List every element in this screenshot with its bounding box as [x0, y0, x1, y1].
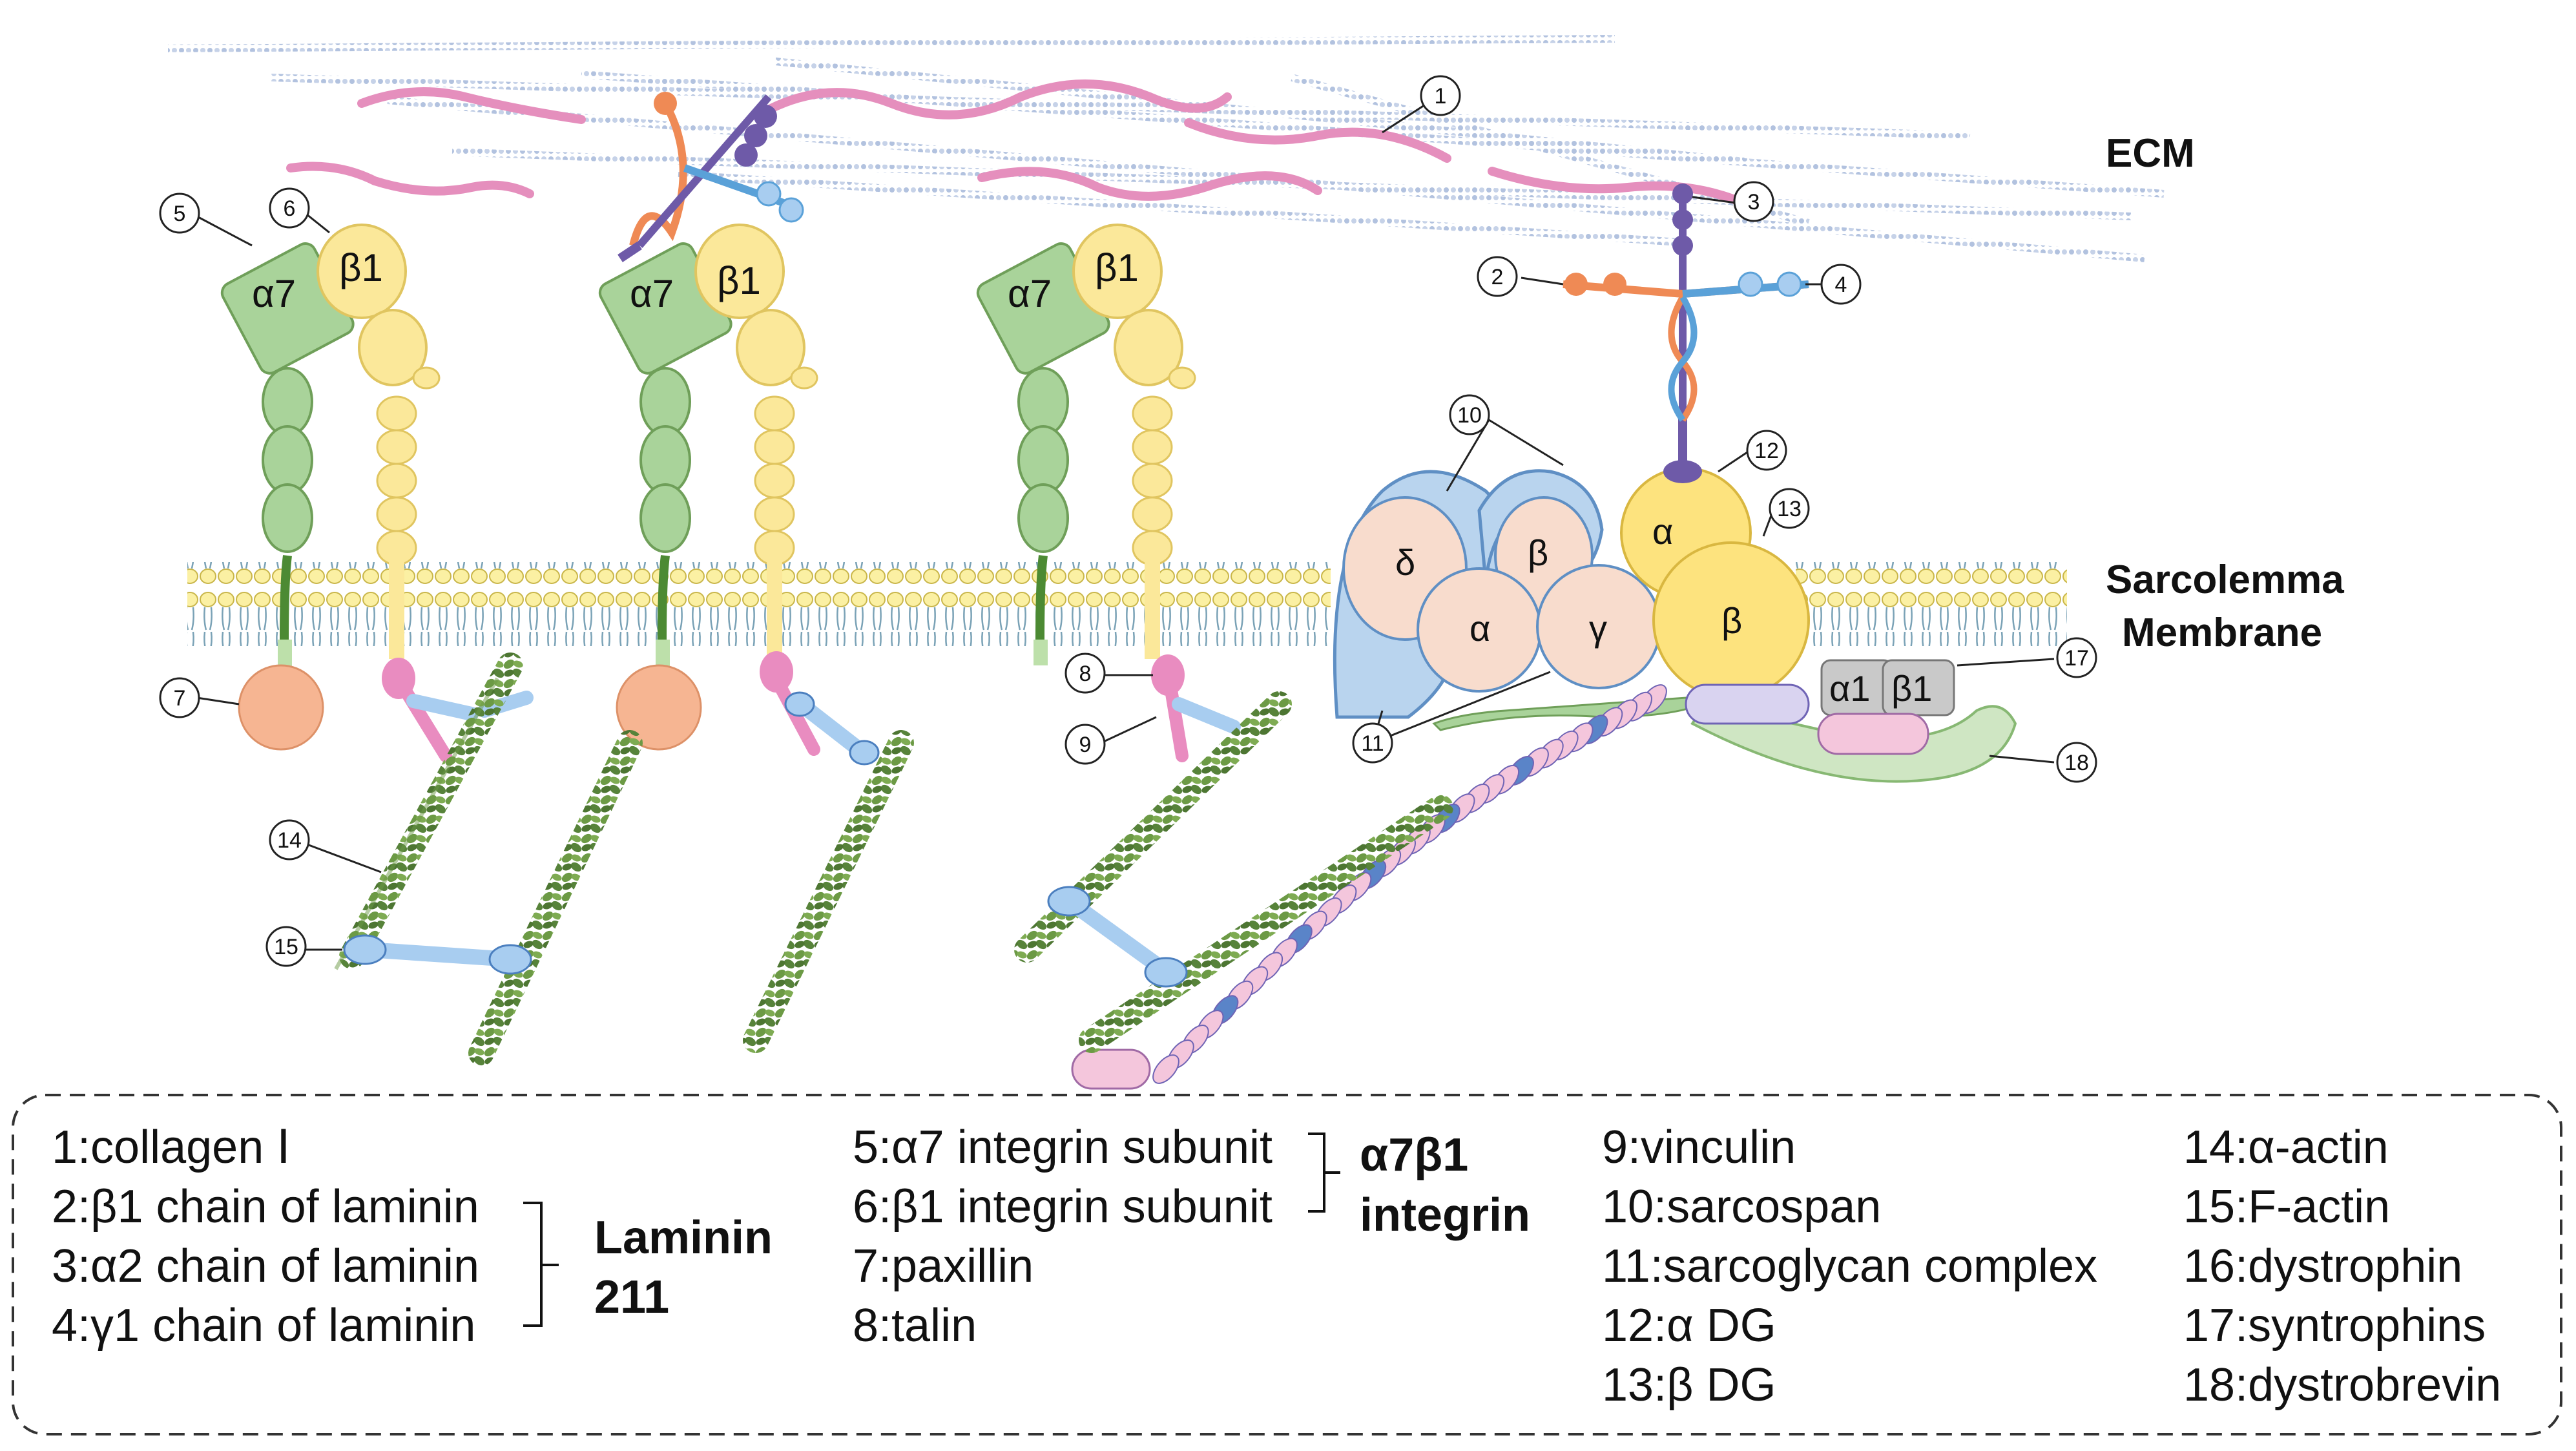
- legend-item-13: 13:β DG: [1602, 1359, 1776, 1411]
- callout-number: 15: [274, 935, 298, 959]
- legend-item-18: 18:dystrobrevin: [2183, 1359, 2501, 1411]
- callout-number: 12: [1754, 439, 1779, 463]
- legend-item-11: 11:sarcoglycan complex: [1602, 1240, 2097, 1292]
- ecm-fibrils: [167, 35, 2165, 262]
- syntrophin-alpha1-label: α1: [1829, 668, 1871, 709]
- legend-item-12: 12:α DG: [1602, 1300, 1776, 1352]
- legend-item-15: 15:F-actin: [2183, 1181, 2390, 1233]
- integrin-group-label-2: integrin: [1360, 1189, 1530, 1241]
- legend-col1: 1:collagen Ⅰ 2:β1 chain of laminin 3:α2 …: [52, 1122, 773, 1352]
- gamma-label: γ: [1589, 608, 1607, 649]
- legend-col4: 14:α-actin 15:F-actin 16:dystrophin 17:s…: [2183, 1122, 2501, 1411]
- callout-number: 11: [1361, 731, 1384, 756]
- lipid-bilayer: [187, 562, 2067, 646]
- legend-item-5: 5:α7 integrin subunit: [853, 1122, 1272, 1173]
- dystrophin-bead: [1152, 1054, 1179, 1084]
- callout-number: 6: [284, 196, 296, 221]
- callout-number: 10: [1457, 403, 1482, 428]
- sarcolemma-label: Sarcolemma: [2106, 558, 2344, 602]
- legend-col2: 5:α7 integrin subunit 6:β1 integrin subu…: [853, 1122, 1530, 1352]
- integrin-unit: [976, 224, 1241, 762]
- callout-8: 8: [1065, 652, 1106, 694]
- alpha7-label-3: α7: [1008, 272, 1052, 315]
- delta-label: δ: [1395, 542, 1415, 583]
- callout-number: 8: [1079, 662, 1092, 686]
- callout-number: 7: [174, 686, 186, 711]
- beta-label: β: [1528, 532, 1548, 573]
- callout-number: 18: [2064, 751, 2089, 775]
- callout-9: 9: [1065, 724, 1106, 765]
- callout-14: 14: [269, 819, 310, 861]
- alpha7-label-2: α7: [630, 272, 674, 315]
- beta1-label-2: β1: [717, 259, 761, 302]
- legend-item-9: 9:vinculin: [1602, 1122, 1796, 1173]
- laminin-group-label-1: Laminin: [594, 1212, 773, 1264]
- legend-item-17: 17:syntrophins: [2183, 1300, 2486, 1352]
- legend-item-16: 16:dystrophin: [2183, 1240, 2462, 1292]
- callout-number: 5: [174, 202, 186, 226]
- dystroglycan-complex: [1333, 183, 1810, 719]
- callout-number: 3: [1748, 190, 1760, 214]
- alpha7-label-1: α7: [252, 272, 296, 315]
- integrin-unit: [598, 224, 880, 766]
- callout-4: 4: [1820, 264, 1862, 305]
- callout-10: 10: [1449, 394, 1490, 435]
- actin-filaments: [334, 652, 1453, 1066]
- callout-number: 1: [1435, 84, 1447, 109]
- callout-1: 1: [1420, 75, 1461, 116]
- membrane-label: Membrane: [2122, 611, 2322, 655]
- callout-15: 15: [265, 926, 307, 967]
- callout-3: 3: [1733, 181, 1774, 222]
- integrin-group-label-1: α7β1: [1360, 1129, 1468, 1181]
- legend-item-7: 7:paxillin: [853, 1240, 1034, 1292]
- beta-dg-label: β: [1721, 600, 1742, 641]
- callout-number: 17: [2064, 646, 2089, 671]
- beta1-label-1: β1: [339, 246, 383, 289]
- legend-col3: 9:vinculin 10:sarcospan 11:sarcoglycan c…: [1602, 1122, 2097, 1411]
- callout-18: 18: [2056, 742, 2097, 783]
- laminin-211-left: [618, 92, 804, 262]
- callout-6: 6: [269, 187, 310, 229]
- legend-item-6: 6:β1 integrin subunit: [853, 1181, 1272, 1233]
- dystrophin-chain: [1071, 684, 1667, 1090]
- alpha-dg-label: α: [1652, 511, 1673, 552]
- callout-5: 5: [159, 193, 200, 234]
- callout-7: 7: [159, 677, 200, 718]
- callout-12: 12: [1746, 430, 1787, 471]
- ecm-label: ECM: [2106, 131, 2195, 176]
- callout-11: 11: [1352, 722, 1393, 764]
- laminin-group-label-2: 211: [594, 1271, 669, 1323]
- integrin-unit: [220, 224, 534, 762]
- callout-2: 2: [1477, 256, 1518, 297]
- legend-item-2: 2:β1 chain of laminin: [52, 1181, 479, 1233]
- callout-number: 14: [277, 828, 302, 853]
- legend-item-14: 14:α-actin: [2183, 1122, 2389, 1173]
- callout-17: 17: [2056, 637, 2097, 678]
- legend-box: [12, 1094, 2562, 1435]
- dystrophin-associated-proteins: [1432, 659, 2017, 783]
- collagen-strands: [286, 79, 1749, 208]
- syntrophin-beta1-label: β1: [1891, 668, 1932, 709]
- callout-13: 13: [1769, 488, 1810, 529]
- beta1-label-3: β1: [1095, 246, 1139, 289]
- callout-number: 4: [1835, 273, 1847, 297]
- callout-number: 13: [1777, 497, 1802, 521]
- callout-number: 9: [1079, 733, 1092, 757]
- legend-item-10: 10:sarcospan: [1602, 1181, 1881, 1233]
- legend-item-8: 8:talin: [853, 1300, 977, 1352]
- legend-item-1: 1:collagen Ⅰ: [52, 1122, 291, 1173]
- alpha-label: α: [1470, 608, 1490, 649]
- legend-item-4: 4:γ1 chain of laminin: [52, 1300, 475, 1352]
- callout-number: 2: [1491, 265, 1504, 289]
- legend-item-3: 3:α2 chain of laminin: [52, 1240, 479, 1292]
